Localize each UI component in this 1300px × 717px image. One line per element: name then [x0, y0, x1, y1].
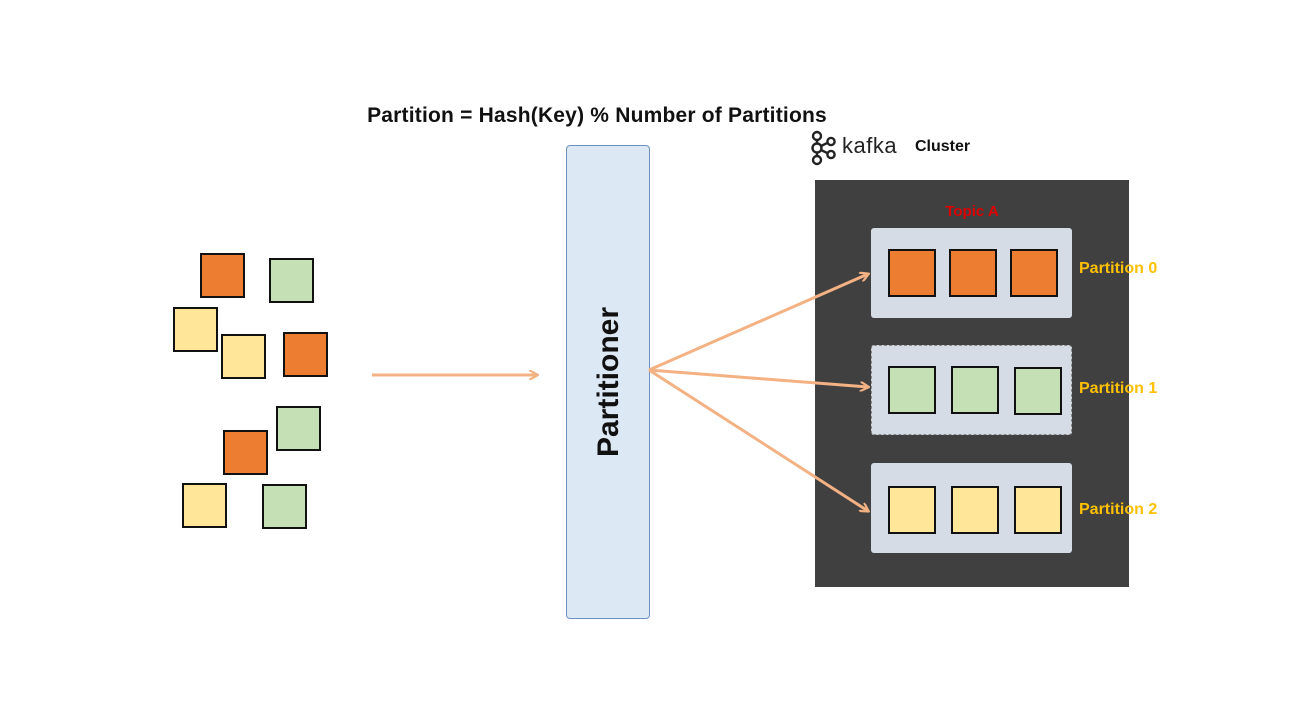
message-yellow [221, 334, 266, 379]
kafka-logo-icon [811, 130, 836, 166]
partition-0-message [888, 249, 936, 297]
message-green [276, 406, 321, 451]
partition-1-message [951, 366, 999, 414]
partition-0-label: Partition 0 [1079, 260, 1158, 277]
topic-label: Topic A [945, 203, 999, 220]
diagram-title: Partition = Hash(Key) % Number of Partit… [367, 104, 827, 127]
message-orange [223, 430, 268, 475]
partition-2-message [1014, 486, 1062, 534]
cluster-label: Cluster [915, 138, 971, 155]
partition-2-label: Partition 2 [1079, 501, 1158, 518]
partition-2-message [951, 486, 999, 534]
message-yellow [173, 307, 218, 352]
message-green [262, 484, 307, 529]
message-orange [283, 332, 328, 377]
partition-2-message [888, 486, 936, 534]
partition-1-message [888, 366, 936, 414]
message-yellow [182, 483, 227, 528]
arrow-to-partition-1 [648, 368, 868, 387]
arrow-to-partition-0 [648, 274, 868, 372]
partition-0-message [1010, 249, 1058, 297]
message-green [269, 258, 314, 303]
kafka-logo-text: kafka [842, 133, 898, 158]
message-orange [200, 253, 245, 298]
arrow-to-partition-2 [648, 368, 868, 511]
partition-0-message [949, 249, 997, 297]
partition-1-message [1014, 367, 1062, 415]
partition-1-label: Partition 1 [1079, 380, 1158, 397]
partitioner-box [566, 145, 650, 619]
